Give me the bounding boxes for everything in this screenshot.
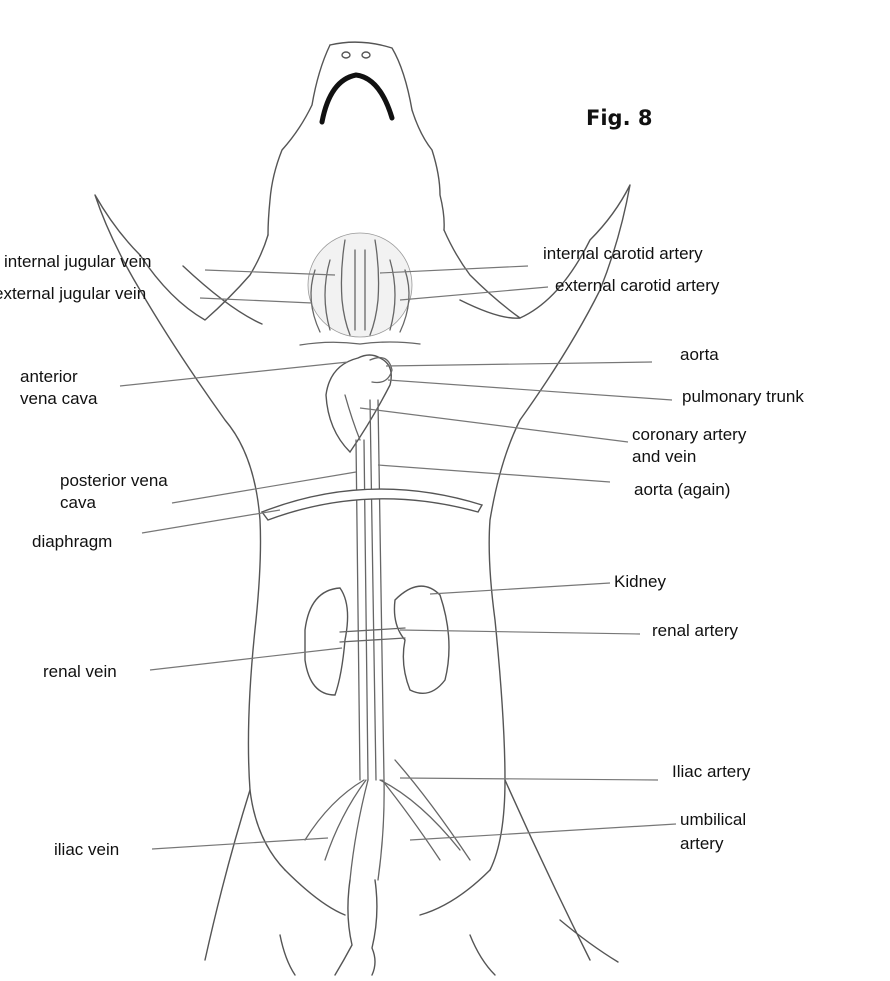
- label-posterior-vena-cava-line2: cava: [60, 493, 96, 512]
- kidneys: [304, 585, 450, 696]
- label-kidney: Kidney: [614, 572, 666, 591]
- leader-lines: [119, 265, 677, 850]
- label-iliac-vein: iliac vein: [54, 840, 119, 859]
- label-anterior-vena-cava-line2: vena cava: [20, 389, 98, 408]
- label-external-jugular-vein: external jugular vein: [0, 284, 146, 303]
- neck-vessels: [299, 232, 421, 346]
- label-coronary-line1: coronary artery: [632, 425, 747, 444]
- label-umbilical-line1: umbilical: [680, 810, 746, 829]
- label-aorta-again: aorta (again): [634, 480, 730, 499]
- iliac-branches: [304, 759, 471, 881]
- snout-features: [319, 51, 395, 125]
- label-anterior-vena-cava-line1: anterior: [20, 367, 78, 386]
- label-aorta: aorta: [680, 345, 719, 364]
- label-external-carotid-artery: external carotid artery: [555, 276, 720, 295]
- main-trunk: [355, 399, 385, 781]
- label-internal-jugular-vein: internal jugular vein: [4, 252, 151, 271]
- label-renal-vein: renal vein: [43, 662, 117, 681]
- label-umbilical-line2: artery: [680, 834, 724, 853]
- label-renal-artery: renal artery: [652, 621, 738, 640]
- label-diaphragm: diaphragm: [32, 532, 112, 551]
- label-pulmonary-trunk: pulmonary trunk: [682, 387, 804, 406]
- label-iliac-artery: Iliac artery: [672, 762, 751, 781]
- heart: [325, 354, 393, 454]
- diaphragm: [260, 488, 484, 521]
- body-outline: [94, 41, 631, 976]
- label-internal-carotid-artery: internal carotid artery: [543, 244, 703, 263]
- label-posterior-vena-cava-line1: posterior vena: [60, 471, 168, 490]
- figure-label: Fig. 8: [586, 106, 652, 130]
- label-coronary-line2: and vein: [632, 447, 696, 466]
